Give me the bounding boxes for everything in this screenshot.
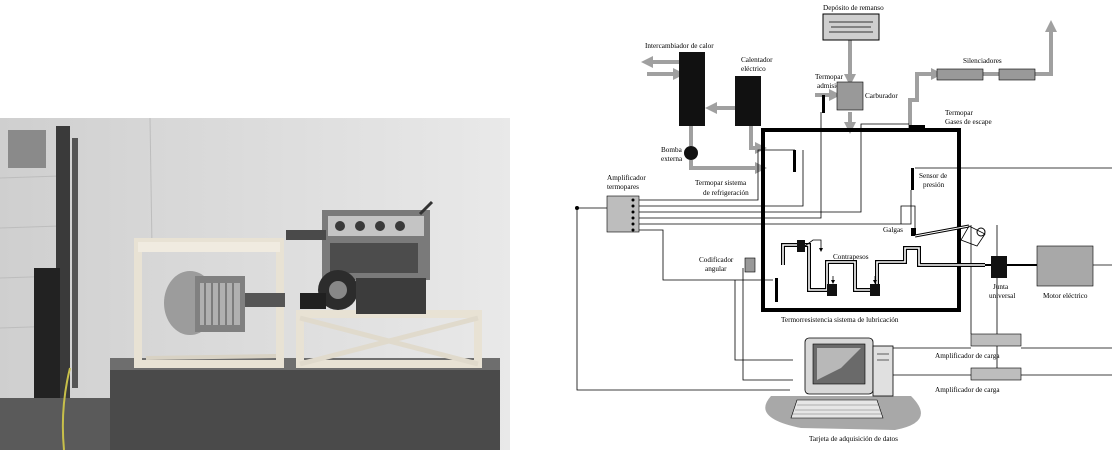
heater-label-2: eléctrico xyxy=(741,65,766,73)
wall-pipe xyxy=(72,138,78,388)
coolant-thermocouple-label-1: Termopar sistema xyxy=(695,179,747,187)
heat-exchanger xyxy=(679,52,705,126)
silencer-1 xyxy=(937,69,983,80)
oil-thermistor xyxy=(775,278,778,302)
charge-amplifier-2-label: Amplificador de carga xyxy=(935,386,1000,394)
exhaust-thermocouple-label-2: Gases de escape xyxy=(945,118,992,126)
silencers-label: Silenciadores xyxy=(963,57,1002,65)
pump-label-1: Bomba xyxy=(661,146,683,154)
thermocouple-amplifier-label-2: termopares xyxy=(607,183,639,191)
strain-gauges-label: Galgas xyxy=(883,226,903,234)
thermocouple-amplifier-label-1: Amplificador xyxy=(607,174,646,182)
coolant-thermocouple xyxy=(793,150,796,172)
electric-motor xyxy=(1037,246,1093,286)
crankshaft xyxy=(783,245,985,290)
charge-amplifier-1 xyxy=(971,334,1021,346)
exhaust-thermocouple-label-1: Termopar xyxy=(945,109,973,117)
angular-encoder xyxy=(745,258,755,272)
wall-box xyxy=(8,130,46,168)
pressure-sensor-label-2: presión xyxy=(923,181,945,189)
tank-label: Depósito de remanso xyxy=(823,4,884,12)
exhaust-thermocouple xyxy=(909,125,925,128)
daq-card-label: Tarjeta de adquisición de datos xyxy=(809,435,898,443)
charge-amplifier-1-label: Amplificador de carga xyxy=(935,352,1000,360)
computer-icon xyxy=(765,338,921,430)
test-bench-schematic: Depósito de remanso Intercambiador de ca… xyxy=(565,0,1112,450)
coolant-thermocouple-label-2: de refrigeración xyxy=(703,189,749,197)
carburetor xyxy=(837,82,863,110)
pressure-sensor xyxy=(911,168,914,190)
charge-amplifier-2 xyxy=(971,368,1021,380)
pressure-sensor-label-1: Sensor de xyxy=(919,172,947,180)
intake-thermocouple-label-1: Termopar xyxy=(815,73,843,81)
pump-label-2: externa xyxy=(661,155,683,163)
strain-gauges xyxy=(901,206,915,230)
exchanger-label: Intercambiador de calor xyxy=(645,42,714,50)
settling-tank xyxy=(823,14,879,40)
electric-motor-label: Motor eléctrico xyxy=(1043,292,1088,300)
bench-table xyxy=(110,366,500,450)
counterweights-label: Contrapesos xyxy=(833,253,869,261)
engine-test-bench-photo xyxy=(0,118,510,450)
carburetor-label: Carburador xyxy=(865,92,898,100)
joint-label-1: Junta xyxy=(993,283,1009,291)
floor-left xyxy=(0,398,120,450)
encoder-label-2: angular xyxy=(705,265,727,273)
silencer-2 xyxy=(999,69,1035,80)
thermocouple-amplifier xyxy=(607,196,639,232)
external-pump xyxy=(684,146,698,160)
encoder-label-1: Codificador xyxy=(699,256,734,264)
oil-thermistor-label: Termorresistencia sistema de lubricación xyxy=(781,316,899,324)
joint-label-2: universal xyxy=(989,292,1015,300)
electric-heater xyxy=(735,76,761,126)
intake-thermocouple xyxy=(822,95,825,113)
left-equipment xyxy=(34,268,60,418)
heater-label-1: Calentador xyxy=(741,56,773,64)
universal-joint xyxy=(991,256,1007,278)
